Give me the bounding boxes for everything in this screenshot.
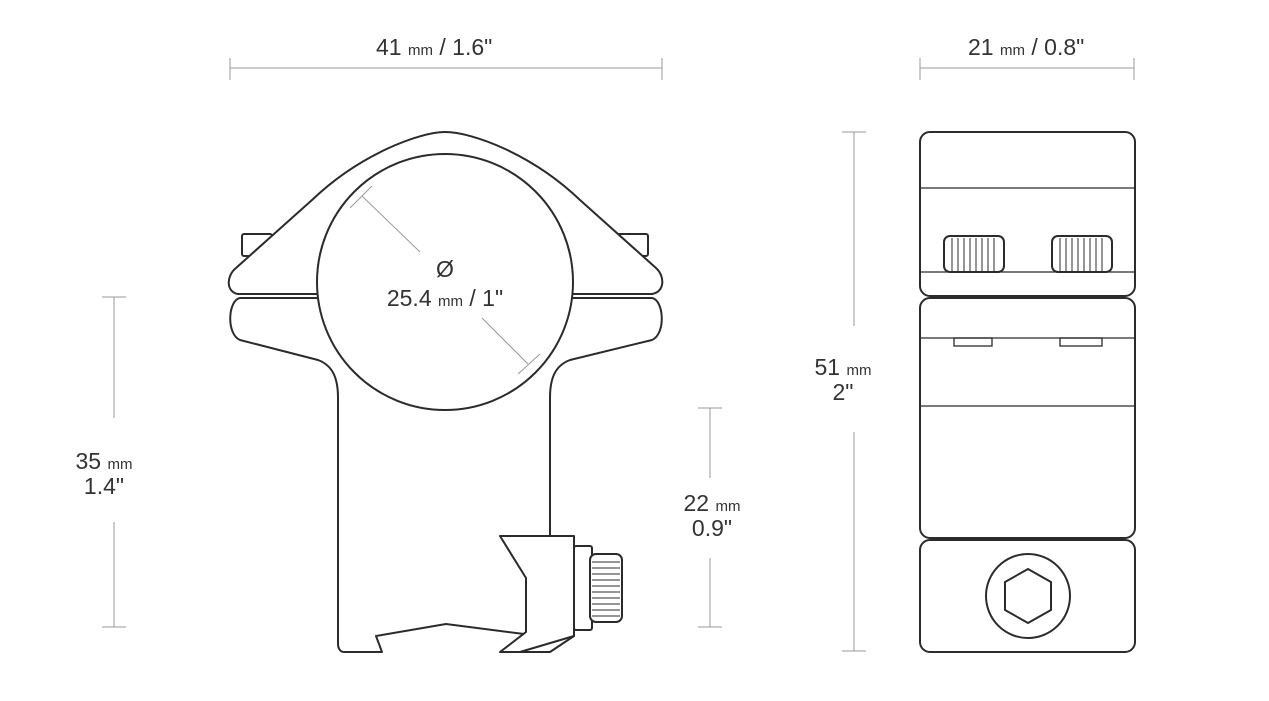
- base-height-unit: mm: [715, 498, 741, 515]
- diameter-tick-upper: [349, 185, 373, 209]
- width-mm: 41: [376, 34, 402, 60]
- clamp-knob: [589, 553, 623, 623]
- total-height-label: 51 mm 2": [798, 356, 888, 404]
- depth-mm: 21: [968, 34, 994, 60]
- diameter-line-lower: [481, 317, 529, 365]
- side-screw-left: [943, 235, 1005, 273]
- side-slot-right: [1059, 337, 1103, 347]
- front-view: [227, 131, 664, 653]
- base-height-label: 22 mm 0.9": [664, 492, 760, 540]
- depth-label: 21 mm / 0.8": [968, 36, 1084, 59]
- center-height-inch: 1.4": [83, 473, 125, 499]
- scope-bore: [316, 153, 574, 411]
- depth-inch: / 0.8": [1031, 34, 1085, 60]
- diameter-inch: / 1": [469, 285, 504, 311]
- center-height-label: 35 mm 1.4": [56, 450, 152, 498]
- base-height-inch: 0.9": [691, 515, 733, 541]
- side-screw-knurling: [951, 238, 1103, 272]
- diameter-symbol: Ø: [436, 256, 454, 282]
- hex-socket-icon: [1004, 568, 1052, 624]
- side-body: [919, 297, 1136, 539]
- width-label: 41 mm / 1.6": [376, 36, 492, 59]
- center-height-mm: 35: [75, 448, 102, 474]
- total-height-inch: 2": [832, 379, 854, 405]
- diameter-unit: mm: [438, 293, 463, 310]
- diameter-line-upper: [361, 195, 421, 253]
- dimension-lines: [102, 58, 1135, 652]
- side-screw-right: [1051, 235, 1113, 273]
- diameter-tick-lower: [517, 353, 541, 375]
- diameter-mm: 25.4: [386, 285, 432, 311]
- depth-unit: mm: [999, 42, 1025, 59]
- base-height-mm: 22: [683, 490, 710, 516]
- diameter-label: Ø 25.4 mm / 1": [360, 258, 530, 310]
- total-height-mm: 51: [814, 354, 841, 380]
- clamp-knob-knurling: [592, 561, 620, 617]
- width-inch: / 1.6": [439, 34, 493, 60]
- side-view: [919, 131, 1136, 653]
- center-height-unit: mm: [107, 456, 133, 473]
- total-height-unit: mm: [846, 362, 872, 379]
- side-slot-left: [953, 337, 993, 347]
- width-unit: mm: [407, 42, 433, 59]
